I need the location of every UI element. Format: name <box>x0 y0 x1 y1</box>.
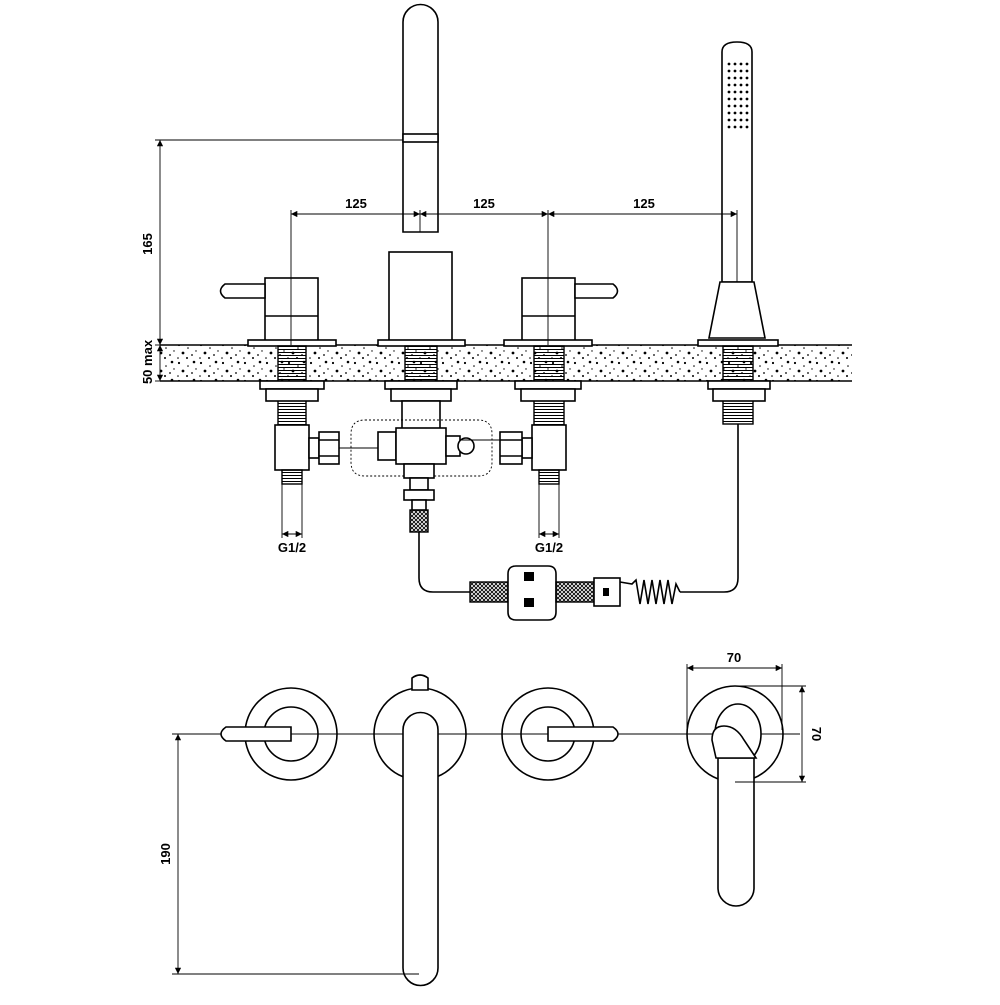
plan-view: 190 70 70 <box>158 650 824 987</box>
spout <box>377 3 466 430</box>
plan-depth-dimension: 190 <box>158 734 419 975</box>
dim-spout-height: 165 <box>140 233 155 255</box>
right-valve <box>499 277 619 485</box>
dim-spacing-1: 125 <box>345 196 367 211</box>
dim-spacing-2: 125 <box>473 196 495 211</box>
mixing-body <box>339 419 500 533</box>
dim-handset-width: 70 <box>727 650 741 665</box>
spacing-dimensions: 125 125 125 <box>290 196 738 345</box>
hand-shower <box>697 41 779 425</box>
left-valve-plan <box>220 687 338 781</box>
shower-nozzle-grid <box>727 62 749 129</box>
dim-thread-right: G1/2 <box>535 540 563 555</box>
left-valve <box>219 277 340 485</box>
handset-dimensions: 70 70 <box>686 650 824 783</box>
thread-dimensions: G1/2 G1/2 <box>278 484 563 555</box>
dim-spacing-3: 125 <box>633 196 655 211</box>
dim-plan-depth: 190 <box>158 843 173 865</box>
dim-thread-left: G1/2 <box>278 540 306 555</box>
elevation-view: 125 125 125 165 50 max G1/2 G1/2 <box>140 3 852 621</box>
hand-shower-plan <box>686 685 784 907</box>
dim-handset-depth: 70 <box>809 727 824 741</box>
shower-hose <box>418 424 739 621</box>
height-dimensions: 165 50 max <box>140 139 403 384</box>
spout-plan <box>373 674 467 987</box>
dim-deck-thickness: 50 max <box>140 339 155 384</box>
right-valve-plan <box>501 687 619 781</box>
